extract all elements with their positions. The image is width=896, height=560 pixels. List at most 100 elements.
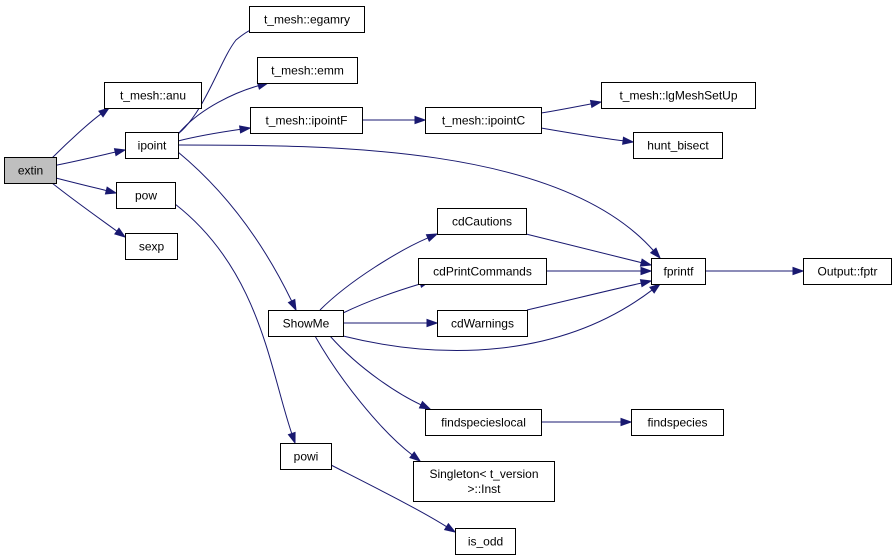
edge-extin-to-pow: [51, 176, 118, 195]
node-lgMeshSetUp[interactable]: t_mesh::lgMeshSetUp: [601, 82, 756, 109]
edge-line: [526, 282, 642, 311]
edge-ipoint-to-ipointF: [177, 125, 252, 142]
edge-extin-to-sexp: [51, 182, 127, 238]
node-box[interactable]: [425, 107, 542, 134]
edge-arrowhead: [443, 522, 457, 533]
edge-ipointC-to-lgMeshSetUp: [540, 99, 603, 114]
edge-line: [177, 28, 254, 135]
node-pow[interactable]: pow: [116, 182, 176, 209]
node-ipoint[interactable]: ipoint: [125, 132, 179, 159]
edge-arrowhead: [426, 318, 439, 328]
edge-line: [319, 237, 429, 311]
node-label: findspecieslocal: [441, 416, 526, 430]
node-box[interactable]: [601, 82, 756, 109]
node-label: t_mesh::ipointC: [442, 114, 526, 128]
edge-arrowhead: [414, 115, 427, 125]
node-label: cdCautions: [452, 215, 512, 229]
node-fptr[interactable]: Output::fptr: [803, 258, 892, 285]
node-box[interactable]: [268, 310, 344, 337]
node-box[interactable]: [651, 258, 706, 285]
node-label: extin: [18, 164, 43, 178]
node-powi[interactable]: powi: [280, 443, 332, 470]
edge-line: [525, 233, 642, 264]
node-hunt_bisect[interactable]: hunt_bisect: [633, 132, 723, 159]
edge-findspecieslocal-to-findspecies: [540, 417, 633, 427]
node-label: t_mesh::emm: [271, 64, 344, 78]
edge-fprintf-to-fptr: [704, 266, 805, 276]
node-label: Output::fptr: [817, 265, 877, 279]
node-emm[interactable]: t_mesh::emm: [257, 57, 358, 84]
edge-extin-to-anu: [51, 107, 111, 159]
edge-line: [314, 335, 413, 456]
edge-line: [177, 144, 654, 251]
node-box[interactable]: [280, 443, 332, 470]
node-cdCautions[interactable]: cdCautions: [437, 208, 527, 235]
edge-line: [540, 103, 592, 114]
node-label: hunt_bisect: [647, 139, 709, 153]
node-box[interactable]: [4, 157, 57, 184]
node-box[interactable]: [803, 258, 892, 285]
edge-arrowhead: [639, 258, 653, 267]
edge-arrowhead: [589, 99, 603, 109]
edge-arrowhead: [620, 417, 633, 427]
node-label: t_mesh::egamry: [264, 13, 350, 27]
node-ipointF[interactable]: t_mesh::ipointF: [250, 107, 363, 134]
edge-ShowMe-to-findspecieslocal: [329, 335, 432, 410]
node-cdWarnings[interactable]: cdWarnings: [437, 310, 528, 337]
edge-line: [330, 464, 447, 528]
node-box[interactable]: [437, 310, 528, 337]
node-box[interactable]: [437, 208, 527, 235]
node-box[interactable]: [125, 132, 179, 159]
edge-ShowMe-to-singleton: [314, 335, 422, 462]
node-findspecieslocal[interactable]: findspecieslocal: [425, 409, 542, 436]
edge-cdCautions-to-fprintf: [525, 233, 653, 267]
node-box[interactable]: [413, 461, 555, 502]
node-label: cdWarnings: [451, 317, 514, 331]
edge-arrowhead: [649, 247, 662, 260]
edge-line: [342, 289, 653, 351]
node-label: ipoint: [138, 139, 167, 153]
node-egamry[interactable]: t_mesh::egamry: [249, 6, 365, 33]
node-extin[interactable]: extin: [4, 157, 57, 184]
edge-arrowhead: [409, 451, 422, 462]
node-box[interactable]: [455, 528, 516, 555]
node-box[interactable]: [249, 6, 365, 33]
edge-line: [177, 128, 241, 142]
edge-arrowhead: [239, 125, 252, 134]
node-box[interactable]: [116, 182, 176, 209]
node-ipointC[interactable]: t_mesh::ipointC: [425, 107, 542, 134]
node-fprintf[interactable]: fprintf: [651, 258, 706, 285]
node-label: sexp: [139, 240, 165, 254]
node-box[interactable]: [418, 258, 547, 285]
node-is_odd[interactable]: is_odd: [455, 528, 516, 555]
edge-line: [51, 151, 116, 167]
node-box[interactable]: [250, 107, 363, 134]
edge-powi-to-is_odd: [330, 464, 457, 533]
node-box[interactable]: [631, 409, 724, 436]
edge-ipointF-to-ipointC: [362, 115, 427, 125]
edge-cdWarnings-to-fprintf: [526, 279, 653, 311]
edge-line: [540, 127, 624, 142]
edge-line: [174, 203, 293, 434]
node-cdPrintCommands[interactable]: cdPrintCommands: [418, 258, 547, 285]
node-box[interactable]: [425, 409, 542, 436]
node-box[interactable]: [257, 57, 358, 84]
node-box[interactable]: [104, 82, 202, 109]
edge-arrowhead: [639, 279, 653, 288]
node-anu[interactable]: t_mesh::anu: [104, 82, 202, 109]
node-sexp[interactable]: sexp: [125, 233, 178, 260]
edge-ipoint-to-fprintf: [177, 144, 662, 260]
node-singleton[interactable]: Singleton< t_version>::Inst: [413, 461, 555, 502]
node-label: pow: [135, 189, 157, 203]
node-label: powi: [294, 450, 319, 464]
node-box[interactable]: [125, 233, 178, 260]
edge-ShowMe-to-cdCautions: [319, 233, 439, 311]
node-label: >::Inst: [467, 482, 501, 496]
node-box[interactable]: [633, 132, 723, 159]
edge-line: [329, 335, 422, 406]
edge-line: [177, 85, 259, 135]
node-ShowMe[interactable]: ShowMe: [268, 310, 344, 337]
node-findspecies[interactable]: findspecies: [631, 409, 724, 436]
edge-arrowhead: [287, 298, 297, 312]
